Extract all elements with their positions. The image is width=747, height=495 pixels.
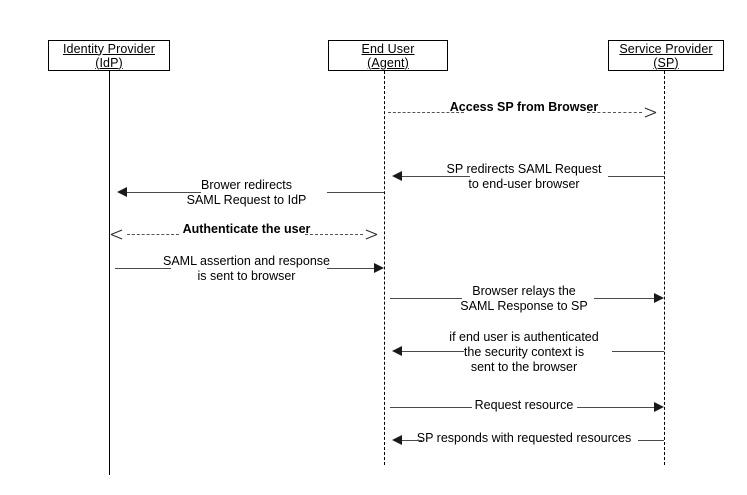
lifeline-service-provider bbox=[664, 71, 665, 465]
connector-segment-left-m9 bbox=[402, 440, 422, 441]
arrowhead-left-m9 bbox=[392, 435, 402, 445]
message-authenticate-the-user[interactable]: Authenticate the user bbox=[109, 218, 384, 244]
arrowhead-right-m5 bbox=[374, 263, 384, 273]
connector-segment-right-m6 bbox=[594, 298, 654, 299]
connector-segment-left-m5 bbox=[115, 268, 171, 269]
participant-box-idp[interactable]: Identity Provider (IdP) bbox=[48, 40, 170, 71]
arrowhead-right-m4 bbox=[365, 228, 378, 240]
arrowhead-left-m7 bbox=[392, 346, 402, 356]
message-label-m3: Brower redirects SAML Request to IdP bbox=[186, 178, 307, 207]
connector-segment-left-m1 bbox=[388, 112, 464, 113]
message-access-sp-from-browser[interactable]: Access SP from Browser bbox=[384, 96, 664, 122]
connector-segment-right-m1 bbox=[587, 112, 642, 113]
message-brower-redirects-saml-request[interactable]: Brower redirects SAML Request to IdP bbox=[109, 178, 384, 212]
arrowhead-right-m1 bbox=[644, 106, 657, 118]
lifeline-idp bbox=[109, 71, 110, 475]
message-request-resource[interactable]: Request resource bbox=[384, 398, 664, 420]
arrowhead-right-m8 bbox=[654, 402, 664, 412]
connector-segment-left-m7 bbox=[402, 351, 464, 352]
message-saml-assertion-and-response[interactable]: SAML assertion and response is sent to b… bbox=[109, 254, 384, 288]
participant-name-service-provider: Service Provider bbox=[619, 41, 713, 56]
message-sp-redirects-saml-request[interactable]: SP redirects SAML Request to end-user br… bbox=[384, 162, 664, 196]
arrowhead-left-m2 bbox=[392, 171, 402, 181]
arrowhead-right-m6 bbox=[654, 293, 664, 303]
arrowhead-left-m3 bbox=[117, 187, 127, 197]
participant-name-end-user: End User bbox=[361, 41, 415, 56]
connector-segment-left-m3 bbox=[127, 192, 201, 193]
message-label-m1: Access SP from Browser bbox=[449, 100, 599, 114]
connector-segment-right-m3 bbox=[327, 192, 384, 193]
message-label-m9: SP responds with requested resources bbox=[416, 431, 632, 445]
connector-segment-right-m4 bbox=[305, 234, 363, 235]
connector-segment-right-m8 bbox=[577, 407, 654, 408]
connector-segment-right-m5 bbox=[327, 268, 374, 269]
connector-segment-left-m6 bbox=[390, 298, 462, 299]
participant-subtitle-end-user: (Agent) bbox=[367, 55, 409, 70]
connector-segment-left-m4 bbox=[127, 234, 179, 235]
participant-subtitle-service-provider: (SP) bbox=[653, 55, 679, 70]
message-label-m8: Request resource bbox=[474, 398, 574, 412]
connector-segment-right-m2 bbox=[608, 176, 664, 177]
message-label-m6: Browser relays the SAML Response to SP bbox=[460, 284, 588, 313]
connector-segment-left-m2 bbox=[402, 176, 470, 177]
message-label-m7: if end user is authenticated the securit… bbox=[449, 330, 599, 374]
participant-box-end-user[interactable]: End User (Agent) bbox=[328, 40, 448, 71]
message-sp-responds-with-requested-resources[interactable]: SP responds with requested resources bbox=[384, 431, 664, 453]
arrowhead-left-m4 bbox=[110, 228, 123, 240]
connector-segment-right-m9 bbox=[638, 440, 664, 441]
message-label-m5: SAML assertion and response is sent to b… bbox=[163, 254, 330, 283]
message-security-context-sent-to-browser[interactable]: if end user is authenticated the securit… bbox=[384, 330, 664, 380]
connector-segment-left-m8 bbox=[390, 407, 472, 408]
connector-segment-right-m7 bbox=[612, 351, 664, 352]
message-browser-relays-saml-response[interactable]: Browser relays the SAML Response to SP bbox=[384, 284, 664, 318]
participant-subtitle-idp: (IdP) bbox=[95, 55, 123, 70]
lifeline-end-user bbox=[384, 71, 385, 465]
participant-box-service-provider[interactable]: Service Provider (SP) bbox=[608, 40, 724, 71]
message-label-m4: Authenticate the user bbox=[182, 222, 311, 236]
participant-name-idp: Identity Provider bbox=[62, 41, 156, 56]
message-label-m2: SP redirects SAML Request to end-user br… bbox=[446, 162, 602, 191]
